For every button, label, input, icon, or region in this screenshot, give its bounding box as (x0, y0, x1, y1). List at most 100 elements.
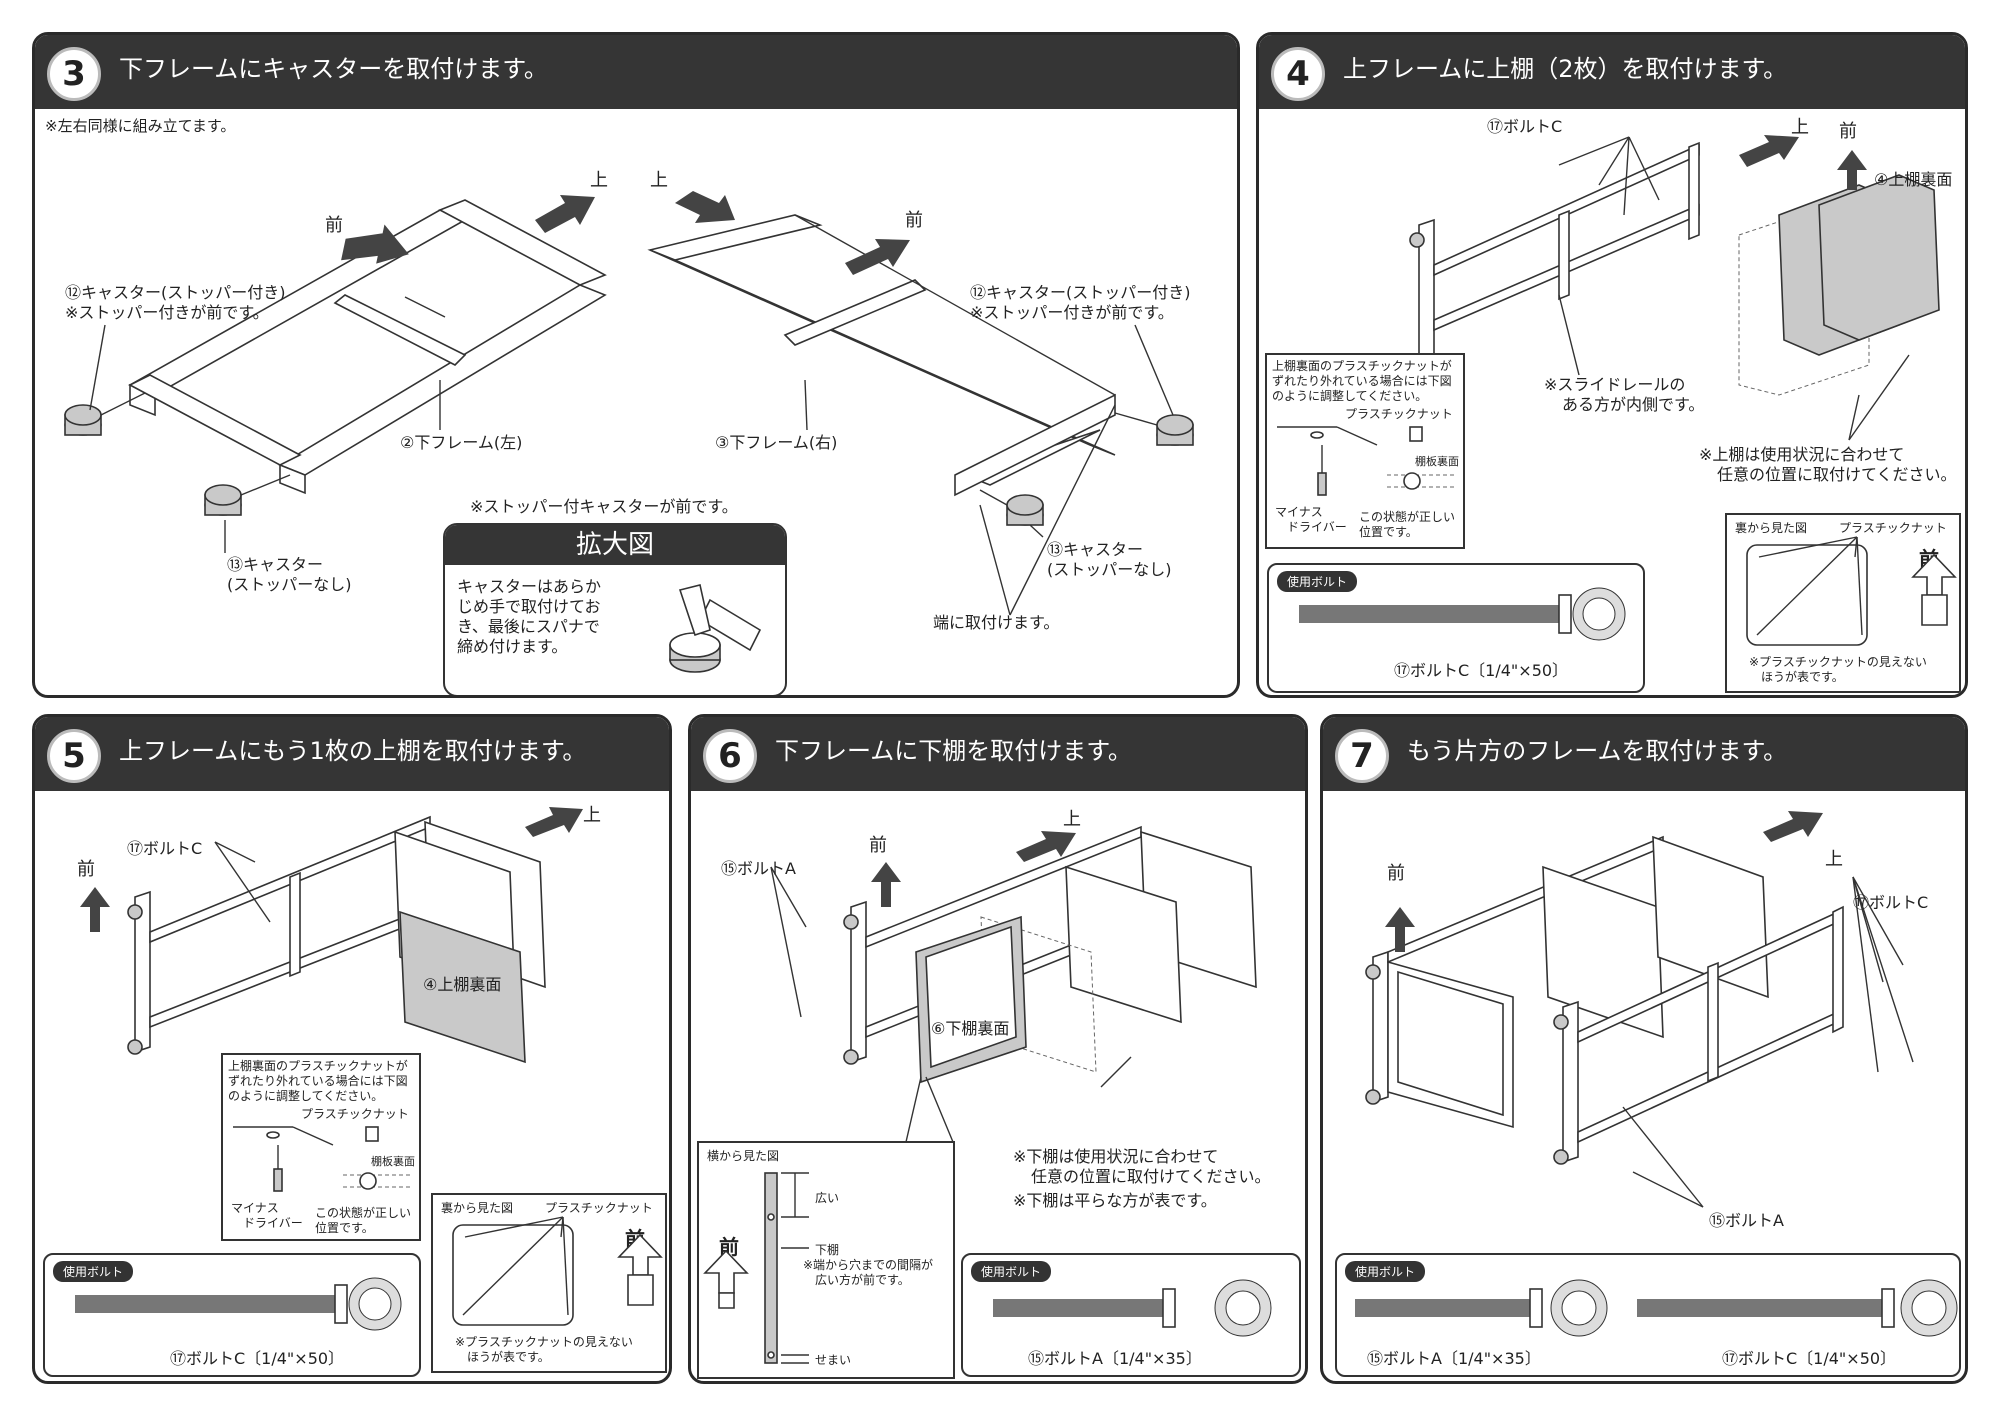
frame-right-label: ③下フレーム(右) (715, 433, 838, 452)
nut-inset-driver-1: マイナス (1275, 505, 1323, 519)
step-5-back-inset: 裏から見た図 プラスチックナット 前 ※プラスチックナットの見えない ほうが表で… (431, 1193, 667, 1373)
nut-inset-driver-2: ドライバー (1287, 520, 1347, 534)
step-4-shelf-back: ④上棚裏面 (1874, 170, 1953, 189)
step-5-bolt-drawing (75, 1277, 402, 1331)
step-4-bolt-box: 使用ボルト ⑰ボルトC〔1/4"×50〕 (1267, 563, 1645, 693)
step-4-bolt-pill: 使用ボルト (1277, 571, 1358, 592)
arrow-front-right (845, 239, 910, 275)
caster-stopper-right-line1: ⑫キャスター(ストッパー付き) (970, 283, 1191, 302)
label-up-right: 上 (650, 170, 668, 191)
step-4-shelf-note-1: ※上棚は使用状況に合わせて (1699, 445, 1905, 464)
back-inset-drawing (1746, 536, 1957, 646)
side-view-wide: 広い (815, 1191, 840, 1205)
label-front-left: 前 (325, 215, 343, 236)
nut-inset-correct-1: この状態が正しい (1359, 510, 1456, 524)
step-4-bolt-label: ⑰ボルトC〔1/4"×50〕 (1394, 661, 1569, 680)
caster-stopper-left-line2: ※ストッパー付きが前です。 (65, 303, 269, 322)
step-7-title: もう片方のフレームを取付けます。 (1407, 737, 1788, 765)
step-4-slide-rail-2: ある方が内側です。 (1562, 395, 1705, 414)
side-view-lower: 下棚 (815, 1243, 840, 1257)
arrow-up-left (535, 195, 595, 233)
step-7-bolt-box: 使用ボルト ⑮ボルトA〔1/4"×35〕 ⑰ボルトC〔1/4"×50〕 (1335, 1253, 1961, 1377)
side-view-narrow: せまい (815, 1353, 852, 1367)
zoom-text-4: 締め付けます。 (457, 637, 568, 656)
nut5-plastic-nut: プラスチックナット (301, 1107, 409, 1121)
side-view-note-1: ※端から穴までの間隔が (803, 1258, 934, 1272)
step-5-number: 5 (47, 729, 101, 783)
label-front-right: 前 (905, 210, 923, 231)
caster-stopper-right-line2: ※ストッパー付きが前です。 (970, 303, 1174, 322)
back-inset-note-2: ほうが表です。 (1761, 670, 1844, 684)
step-5-bolt-pill: 使用ボルト (53, 1261, 134, 1282)
step-5-up: 上 (583, 805, 601, 826)
step-3-number: 3 (47, 47, 101, 101)
step-5-nut-inset: 上棚裏面のプラスチックナットが ずれたり外れている場合には下図 のように調整して… (221, 1053, 421, 1241)
step-3-header: 3 下フレームにキャスターを取付けます。 (35, 35, 1237, 109)
arrow-front-left (341, 224, 409, 264)
step-6-note1-1: ※下棚は使用状況に合わせて (1013, 1147, 1219, 1166)
caster-stopper-left-line1: ⑫キャスター(ストッパー付き) (65, 283, 286, 302)
step-7-number: 7 (1335, 729, 1389, 783)
step-5-title: 上フレームにもう1枚の上棚を取付けます。 (119, 737, 587, 765)
back-inset-plastic-nut: プラスチックナット (1839, 521, 1947, 535)
step-6-number: 6 (703, 729, 757, 783)
step-7-header: 7 もう片方のフレームを取付けます。 (1323, 717, 1965, 791)
step-3-note: ※左右同様に組み立てます。 (45, 117, 236, 135)
step-7-up: 上 (1825, 849, 1843, 870)
step-4-nut-inset: 上棚裏面のプラスチックナットが ずれたり外れている場合には下図 のように調整して… (1265, 353, 1465, 549)
step-6-title: 下フレームに下棚を取付けます。 (775, 737, 1132, 765)
caster-nostop-left-line2: (ストッパーなし) (227, 575, 352, 594)
nut-inset-shelf-back: 棚板裏面 (1415, 455, 1459, 468)
step-7-bolt-c: ⑰ボルトC (1853, 893, 1929, 912)
step-4-shelf-note-2: 任意の位置に取付けてください。 (1717, 465, 1957, 484)
step-3-illustration (64, 191, 1194, 616)
step-5-front: 前 (77, 859, 95, 880)
panel-step-6: 6 下フレームに下棚を取付けます。 ⑮ボルトA 上 前 ⑥下棚裏面 ※下棚は使用… (688, 714, 1308, 1384)
step-6-up: 上 (1063, 809, 1081, 830)
back5-plastic-nut: プラスチックナット (545, 1201, 653, 1215)
step-5-bolt-c: ⑰ボルトC (127, 839, 203, 858)
nut5-driver-2: ドライバー (243, 1216, 303, 1230)
frame-left-label: ②下フレーム(左) (400, 433, 523, 452)
step-4-up: 上 (1791, 117, 1809, 138)
nut-inset-text-3: のように調整してください。 (1272, 389, 1428, 403)
step-4-slide-rail-1: ※スライドレールの (1544, 375, 1686, 394)
step-4-back-inset: 裏から見た図 プラスチックナット 前 ※プラスチックナットの見えない ほうが表で… (1725, 513, 1961, 693)
step-3-title: 下フレームにキャスターを取付けます。 (119, 55, 548, 83)
step-5-illustration (80, 807, 583, 1064)
caster-drawings (64, 392, 1194, 526)
nut5-correct-1: この状態が正しい (315, 1206, 412, 1220)
step-6-bolt-a: ⑮ボルトA (721, 859, 796, 878)
step-6-header: 6 下フレームに下棚を取付けます。 (691, 717, 1305, 791)
step-6-bolt-pill: 使用ボルト (971, 1261, 1052, 1282)
back5-title: 裏から見た図 (441, 1201, 514, 1215)
step-6-note1-2: 任意の位置に取付けてください。 (1031, 1167, 1271, 1186)
panel-step-7: 7 もう片方のフレームを取付けます。 ⑰ボルトC ⑮ボルトA 上 前 使用ボルト (1320, 714, 1968, 1384)
nut5-driver-1: マイナス (231, 1201, 279, 1215)
step-4-illustration (1409, 135, 1940, 441)
step-4-title: 上フレームに上棚（2枚）を取付けます。 (1343, 55, 1788, 83)
nut-inset-drawing (1277, 426, 1457, 496)
step-6-bolt-label: ⑮ボルトA〔1/4"×35〕 (1028, 1349, 1202, 1368)
attach-ends-label: 端に取付けます。 (933, 613, 1060, 632)
step-4-front: 前 (1839, 121, 1857, 142)
back-inset-title: 裏から見た図 (1735, 521, 1808, 535)
step-7-bolt-label-a: ⑮ボルトA〔1/4"×35〕 (1367, 1349, 1541, 1368)
nut5-correct-2: 位置です。 (315, 1221, 374, 1235)
step-4-header: 4 上フレームに上棚（2枚）を取付けます。 (1259, 35, 1965, 109)
side-view-drawing (703, 1172, 809, 1364)
nut5-text-3: のように調整してください。 (228, 1089, 384, 1103)
caster-nostop-left-line1: ⑬キャスター (227, 555, 324, 574)
step-6-bolt-drawing (993, 1279, 1272, 1337)
back-inset-note-1: ※プラスチックナットの見えない (1749, 655, 1927, 669)
step-6-illustration (770, 825, 1257, 1143)
side-view-title: 横から見た図 (707, 1149, 780, 1163)
panel-step-3: 3 下フレームにキャスターを取付けます。 (32, 32, 1240, 698)
side-view-note-2: 広い方が前です。 (815, 1273, 910, 1287)
step-4-number: 4 (1271, 47, 1325, 101)
step-7-bolt-drawing (1355, 1279, 1958, 1337)
step-5-header: 5 上フレームにもう1枚の上棚を取付けます。 (35, 717, 669, 791)
step-7-front: 前 (1387, 863, 1405, 884)
zoom-text-1: キャスターはあらか (457, 577, 602, 596)
step-7-bolt-pill: 使用ボルト (1345, 1261, 1426, 1282)
